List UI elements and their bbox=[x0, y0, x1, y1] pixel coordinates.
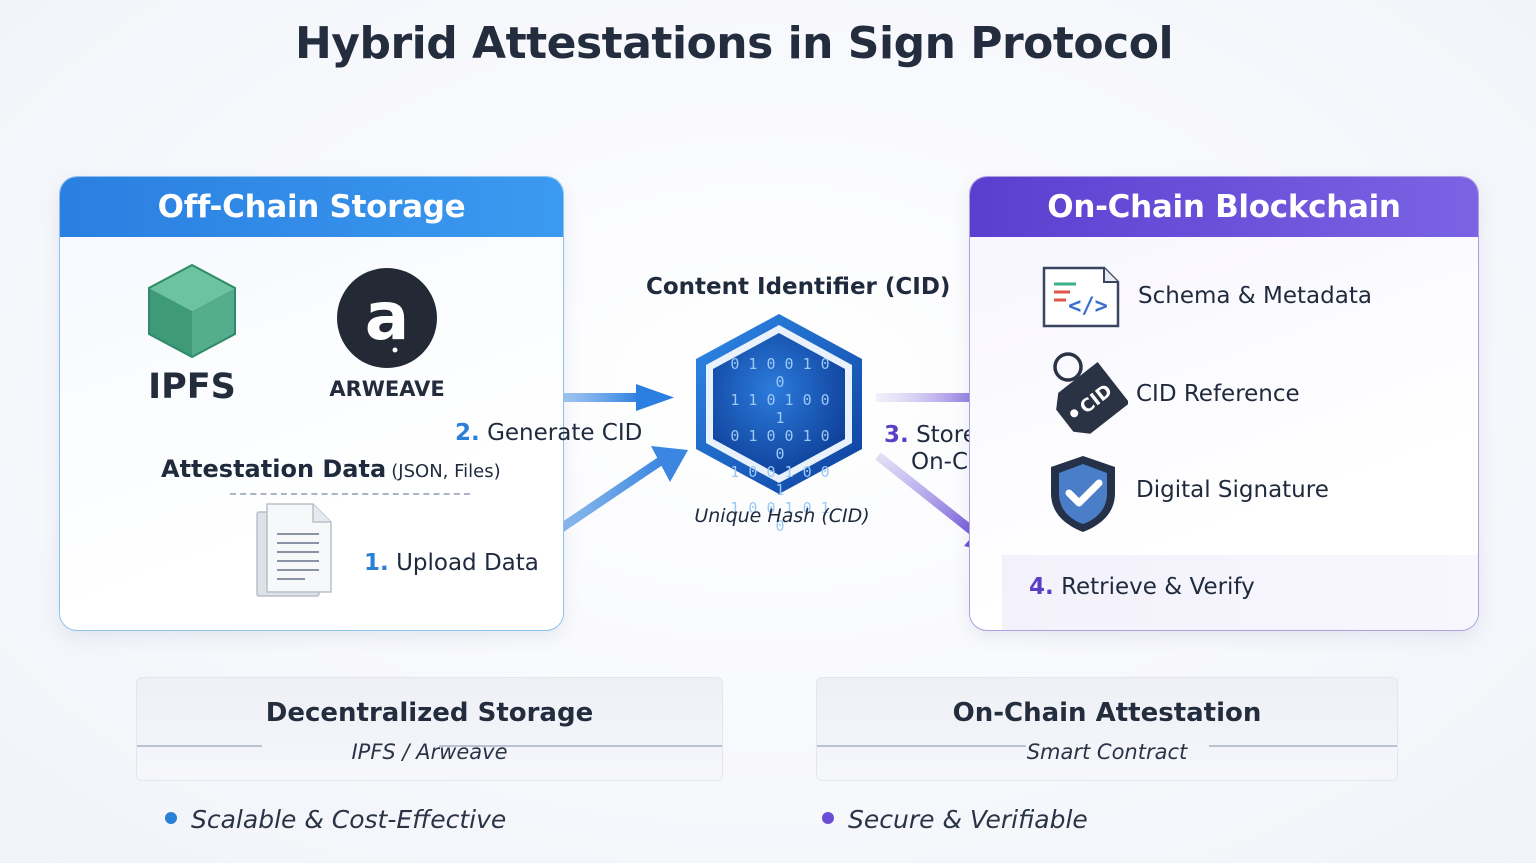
shield-check-icon bbox=[1047, 453, 1119, 535]
step-1-label: 1. Upload Data bbox=[364, 550, 539, 576]
decentralized-storage-subtitle: IPFS / Arweave bbox=[351, 740, 508, 764]
step-3-number: 3. bbox=[884, 422, 909, 448]
offchain-storage-panel: Off-Chain Storage IPFS a ARWEAVE Attesta… bbox=[59, 176, 564, 631]
card-divider-right bbox=[1209, 745, 1397, 747]
step-4-text: Retrieve & Verify bbox=[1061, 574, 1255, 600]
step-2-number: 2. bbox=[455, 420, 480, 446]
cid-title: Content Identifier (CID) bbox=[646, 274, 951, 300]
bullet-secure: Secure & Verifiable bbox=[822, 805, 1088, 834]
attestation-title: Attestation Data bbox=[161, 455, 387, 483]
card-divider-left bbox=[817, 745, 1026, 747]
offchain-header: Off-Chain Storage bbox=[60, 177, 563, 237]
decentralized-storage-title: Decentralized Storage bbox=[265, 698, 594, 728]
attestation-data-label: Attestation Data (JSON, Files) bbox=[161, 455, 501, 483]
step-1-text: Upload Data bbox=[396, 550, 539, 576]
tag-icon: CID bbox=[1048, 349, 1130, 435]
svg-text:a: a bbox=[365, 278, 410, 355]
onchain-blockchain-panel: On-Chain Blockchain </> Schema & Metadat… bbox=[969, 176, 1479, 631]
step-2-text: Generate CID bbox=[487, 420, 643, 446]
onchain-attestation-title: On-Chain Attestation bbox=[952, 698, 1262, 728]
svg-text:</>: </> bbox=[1068, 294, 1108, 319]
onchain-header: On-Chain Blockchain bbox=[970, 177, 1478, 237]
bullet-scalable: Scalable & Cost-Effective bbox=[165, 805, 506, 834]
cid-reference-label: CID Reference bbox=[1136, 381, 1300, 407]
schema-metadata-label: Schema & Metadata bbox=[1138, 283, 1372, 309]
page-title: Hybrid Attestations in Sign Protocol bbox=[294, 18, 1174, 69]
arweave-label: ARWEAVE bbox=[329, 377, 445, 401]
cid-hex-digits: 0 1 0 0 1 0 0 1 1 0 1 0 0 1 0 1 0 0 1 0 … bbox=[730, 355, 830, 535]
card-divider-right bbox=[439, 745, 722, 747]
document-icon bbox=[253, 502, 337, 602]
cid-hexagon-icon: 0 1 0 0 1 0 0 1 1 0 1 0 0 1 0 1 0 0 1 0 … bbox=[692, 311, 866, 535]
ipfs-logo-icon bbox=[146, 263, 238, 359]
step-4-number: 4. bbox=[1029, 574, 1054, 600]
arweave-logo-icon: a bbox=[335, 266, 439, 370]
step-2-label: 2. Generate CID bbox=[455, 420, 642, 446]
step-1-number: 1. bbox=[364, 550, 389, 576]
step-4-label: 4. Retrieve & Verify bbox=[1029, 574, 1255, 600]
onchain-attestation-subtitle: Smart Contract bbox=[1026, 740, 1188, 764]
digital-signature-label: Digital Signature bbox=[1136, 477, 1329, 503]
bullet-secure-text: Secure & Verifiable bbox=[848, 805, 1088, 834]
bullet-dot-blue bbox=[165, 812, 177, 824]
card-divider-left bbox=[137, 745, 262, 747]
decentralized-storage-card: Decentralized Storage IPFS / Arweave bbox=[136, 677, 723, 781]
onchain-attestation-card: On-Chain Attestation Smart Contract bbox=[816, 677, 1398, 781]
cid-caption: Unique Hash (CID) bbox=[694, 505, 870, 527]
retrieve-row bbox=[1002, 555, 1478, 630]
attestation-subtitle: (JSON, Files) bbox=[391, 461, 501, 482]
bullet-scalable-text: Scalable & Cost-Effective bbox=[191, 805, 507, 834]
attestation-underline bbox=[230, 493, 470, 495]
ipfs-label: IPFS bbox=[148, 367, 236, 407]
bullet-dot-purple bbox=[822, 812, 834, 824]
code-document-icon: </> bbox=[1042, 266, 1120, 328]
